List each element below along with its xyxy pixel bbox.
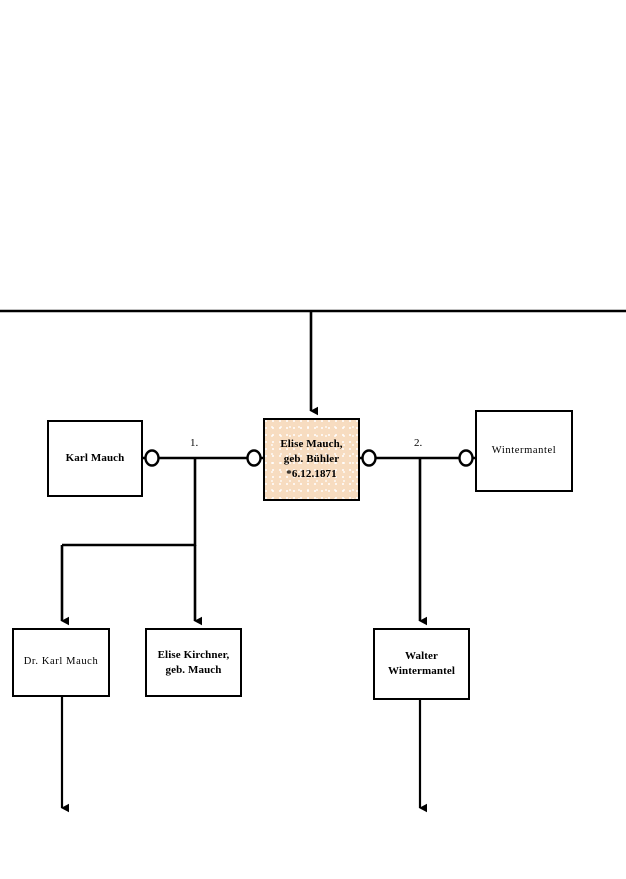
marriage-ring-karl-mauch — [144, 449, 160, 467]
node-dr-karl-mauch-label: Dr. Karl Mauch — [23, 656, 99, 668]
node-walter-wintermantel-label: Walter Wintermantel — [388, 650, 455, 677]
node-karl-mauch[interactable]: Karl Mauch — [47, 420, 143, 497]
marriage-ring-elise-right — [361, 449, 377, 467]
node-wintermantel-label: Wintermantel — [491, 444, 557, 456]
node-elise-kirchner[interactable]: Elise Kirchner, geb. Mauch — [145, 628, 242, 697]
node-wintermantel[interactable]: Wintermantel — [475, 410, 573, 492]
node-elise-mauch-label: Elise Mauch, geb. Bühler *6.12.1871 — [280, 438, 343, 480]
node-karl-mauch-label: Karl Mauch — [65, 452, 125, 465]
node-dr-karl-mauch[interactable]: Dr. Karl Mauch — [12, 628, 110, 697]
marriage-1-number: 1. — [190, 437, 199, 449]
marriage-ring-elise-left — [246, 449, 262, 467]
node-elise-kirchner-label: Elise Kirchner, geb. Mauch — [157, 648, 230, 676]
node-walter-wintermantel[interactable]: Walter Wintermantel — [373, 628, 470, 700]
marriage-ring-wintermantel — [458, 449, 474, 467]
node-elise-mauch[interactable]: Elise Mauch, geb. Bühler *6.12.1871 — [263, 418, 360, 501]
marriage-2-number: 2. — [414, 437, 423, 449]
